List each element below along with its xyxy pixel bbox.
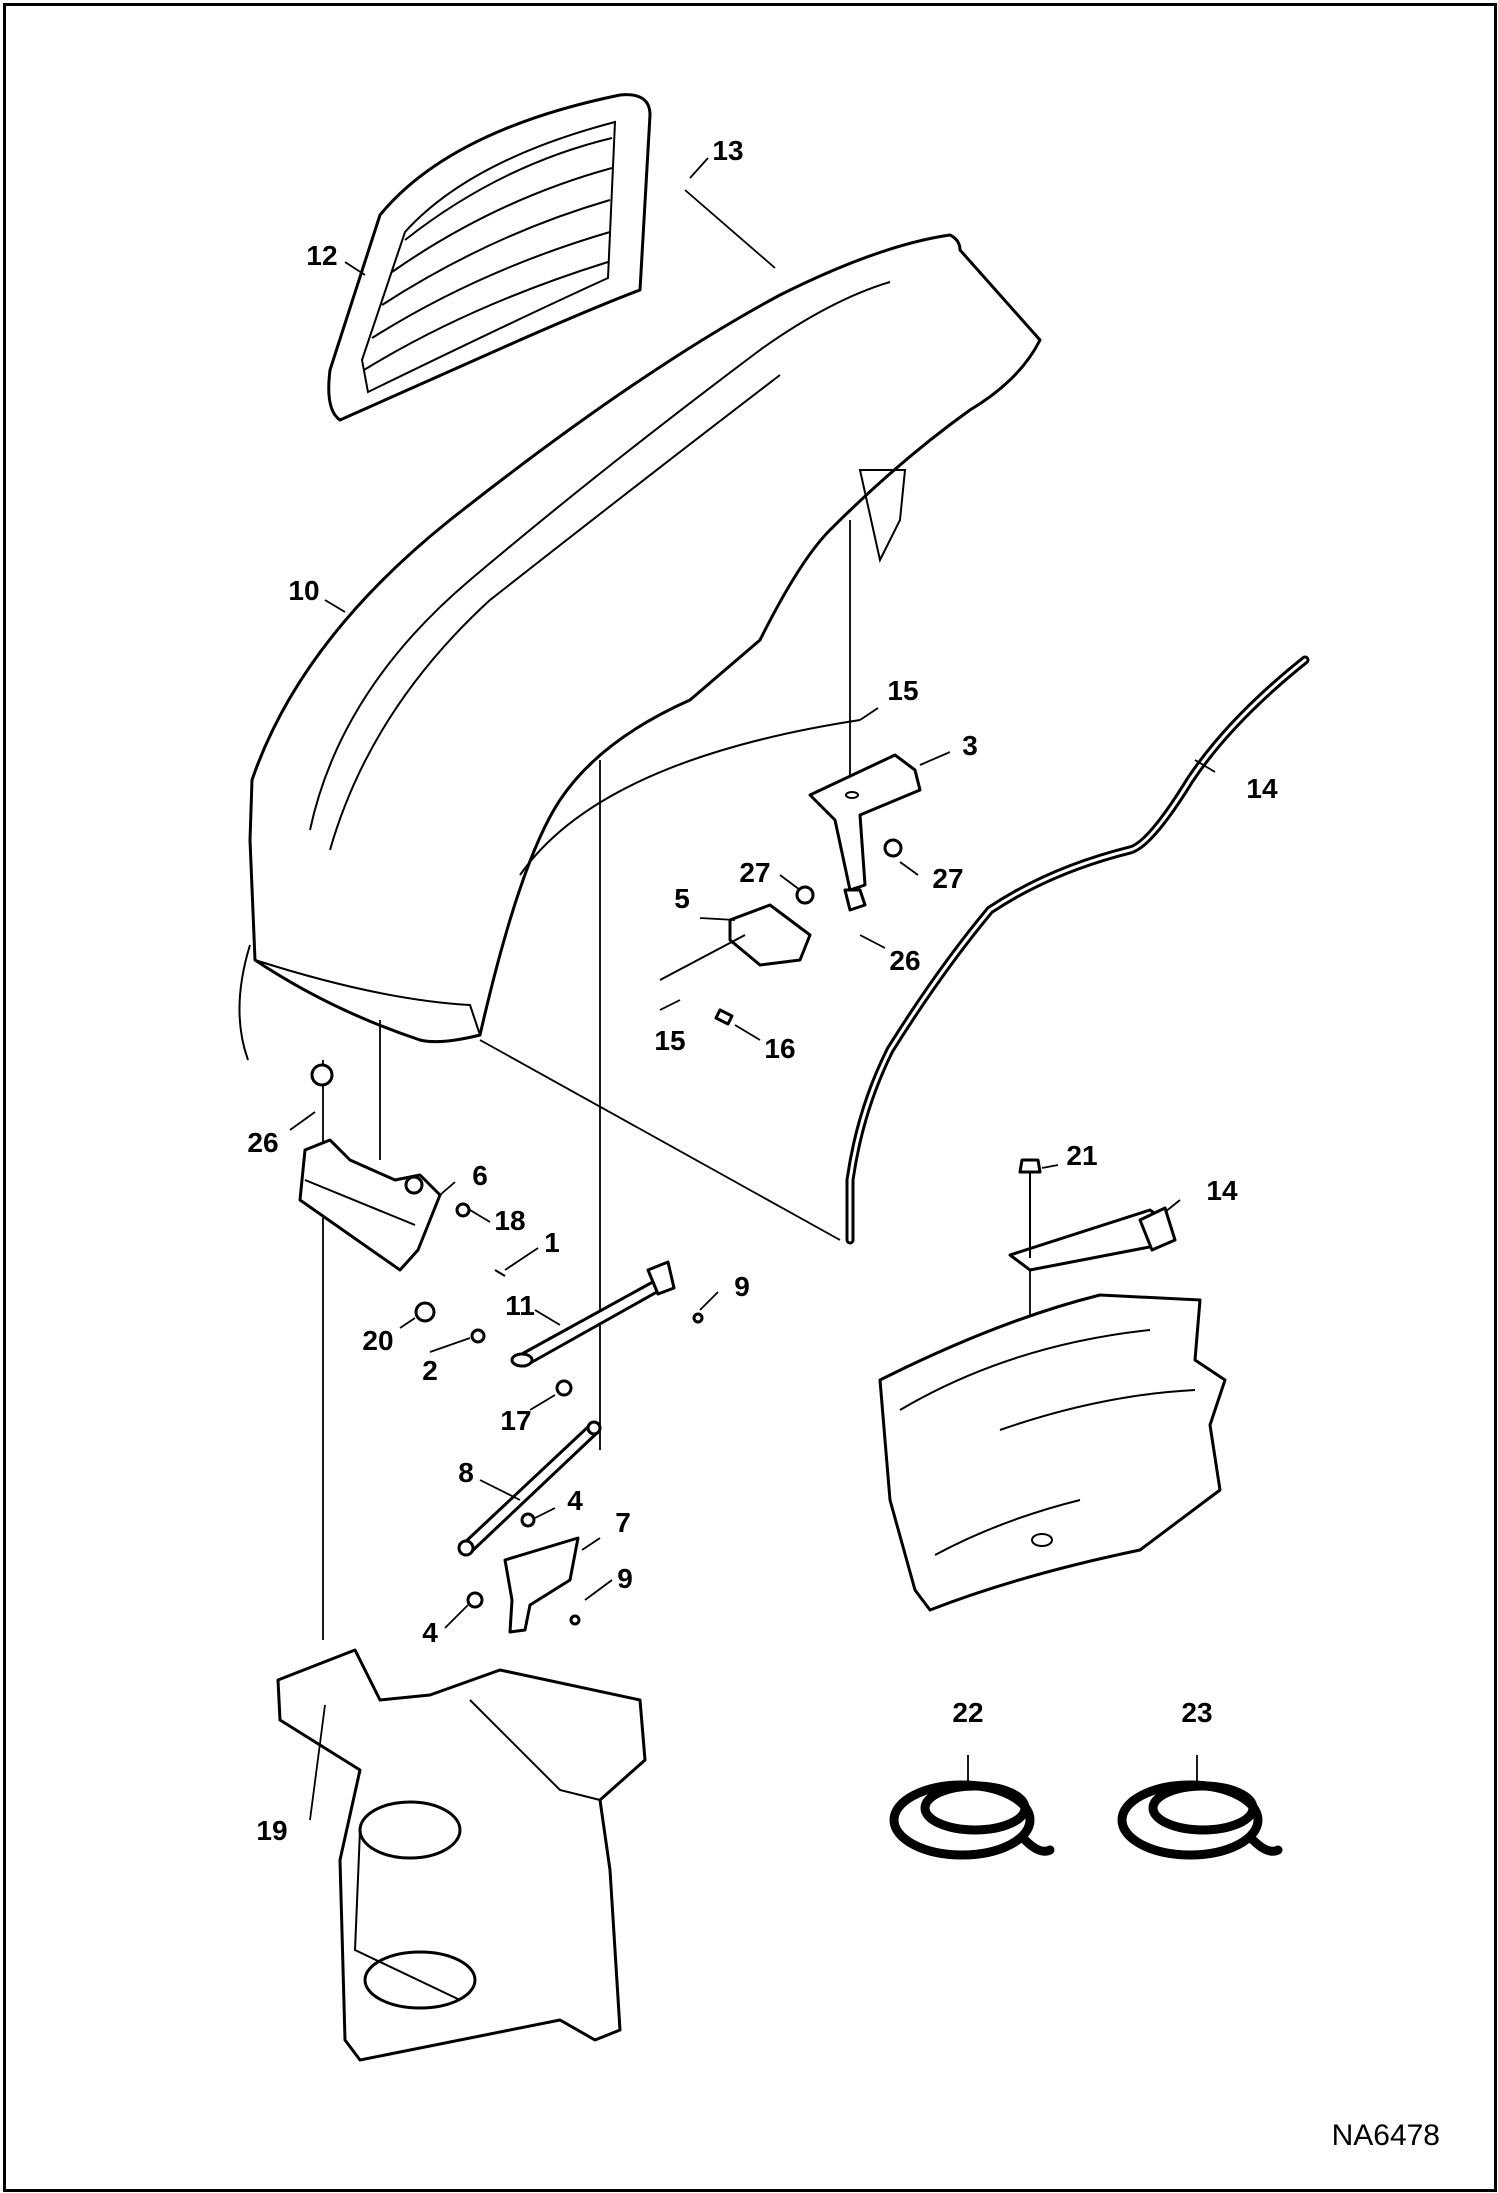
small-hardware <box>318 1202 704 1687</box>
small-bracket-part <box>1008 1158 1177 1272</box>
callout-25: 23 <box>1181 1697 1212 1728</box>
drawing-border <box>3 3 1497 2192</box>
callout-18: 16 <box>764 1033 795 1064</box>
callout-4-bottom: 4 <box>422 1617 438 1648</box>
callout-11: 11 <box>505 1290 535 1321</box>
callout-5: 5 <box>674 883 690 914</box>
callout-4-top: 4 <box>567 1485 583 1516</box>
callout-26-right: 26 <box>889 945 920 976</box>
callout-21: 19 <box>256 1815 287 1846</box>
frame-part <box>276 1648 647 2062</box>
callout-9-bottom: 9 <box>617 1563 633 1594</box>
callout-3: 3 <box>962 730 978 761</box>
callout-19: 17 <box>500 1405 531 1436</box>
callout-1: 1 <box>544 1227 560 1258</box>
bracket-part <box>808 753 922 892</box>
latch-part <box>659 838 903 1026</box>
side-frame-part <box>878 1293 1227 1612</box>
callout-leaders <box>289 157 1216 1821</box>
callout-10: 10 <box>288 575 319 606</box>
callout-20: 18 <box>494 1205 525 1236</box>
callout-16: 14 <box>1206 1175 1238 1206</box>
callout-6: 6 <box>472 1160 488 1191</box>
callout-13: 13 <box>712 135 743 166</box>
grille-part <box>327 93 652 422</box>
cover-part <box>238 233 1042 1061</box>
coiled-hose-24 <box>889 1780 1055 1860</box>
callout-22: 20 <box>362 1325 393 1356</box>
rod-part <box>510 1260 676 1368</box>
callout-27-right: 27 <box>932 863 963 894</box>
callout-23: 21 <box>1066 1140 1097 1171</box>
drawing-code: NA6478 <box>1332 2119 1440 2152</box>
callout-12: 12 <box>306 240 337 271</box>
link-part <box>457 1420 602 1557</box>
callout-8: 8 <box>458 1457 474 1488</box>
callout-15: 15 <box>887 675 918 706</box>
coiled-hose-25 <box>1117 1780 1283 1860</box>
callout-7: 7 <box>615 1507 631 1538</box>
hinge-bracket-part <box>298 1063 442 1272</box>
plate-part <box>503 1536 580 1634</box>
callout-2: 2 <box>422 1355 438 1386</box>
callout-26-left: 26 <box>247 1127 278 1158</box>
callout-9-top: 9 <box>734 1271 750 1302</box>
callout-14: 14 <box>1246 773 1278 804</box>
callout-labels: 13 12 10 15 3 14 27 27 5 26 15 16 26 6 1… <box>247 135 1440 2152</box>
callout-24: 22 <box>952 1697 983 1728</box>
callout-27-left: 27 <box>739 857 770 888</box>
callout-17: 15 <box>654 1025 685 1056</box>
